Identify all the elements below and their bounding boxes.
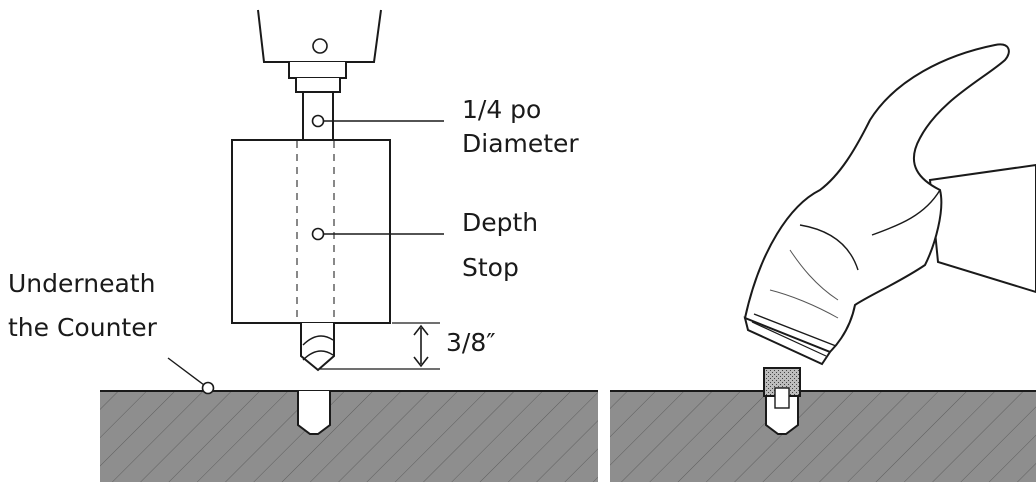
hammer-icon [743,43,1036,366]
depth-stop-label-line2: Stop [462,253,519,282]
drill-chuck-icon [257,9,382,93]
depth-stop-block-icon [231,139,391,324]
gap-dimension [320,322,440,370]
counter-block-right [610,392,1036,482]
plug-icon [763,367,801,435]
drill-bit-tip [300,323,335,372]
diameter-label-line1: 1/4 po [462,95,542,124]
depth-stop-label-line1: Depth [462,208,539,237]
underneath-marker [201,381,215,395]
drilled-hole [297,391,331,435]
diameter-label-line2: Diameter [462,129,579,158]
drill-bit-icon [302,92,334,140]
underneath-label-line1: Underneath [8,269,156,298]
right-panel [610,43,1036,482]
underneath-leader [167,357,205,386]
panel-gap [598,382,608,482]
underneath-label-line2: the Counter [8,313,157,342]
counter-block-left [100,392,598,482]
gap-label: 3/8″ [446,328,496,357]
left-panel [100,9,598,482]
